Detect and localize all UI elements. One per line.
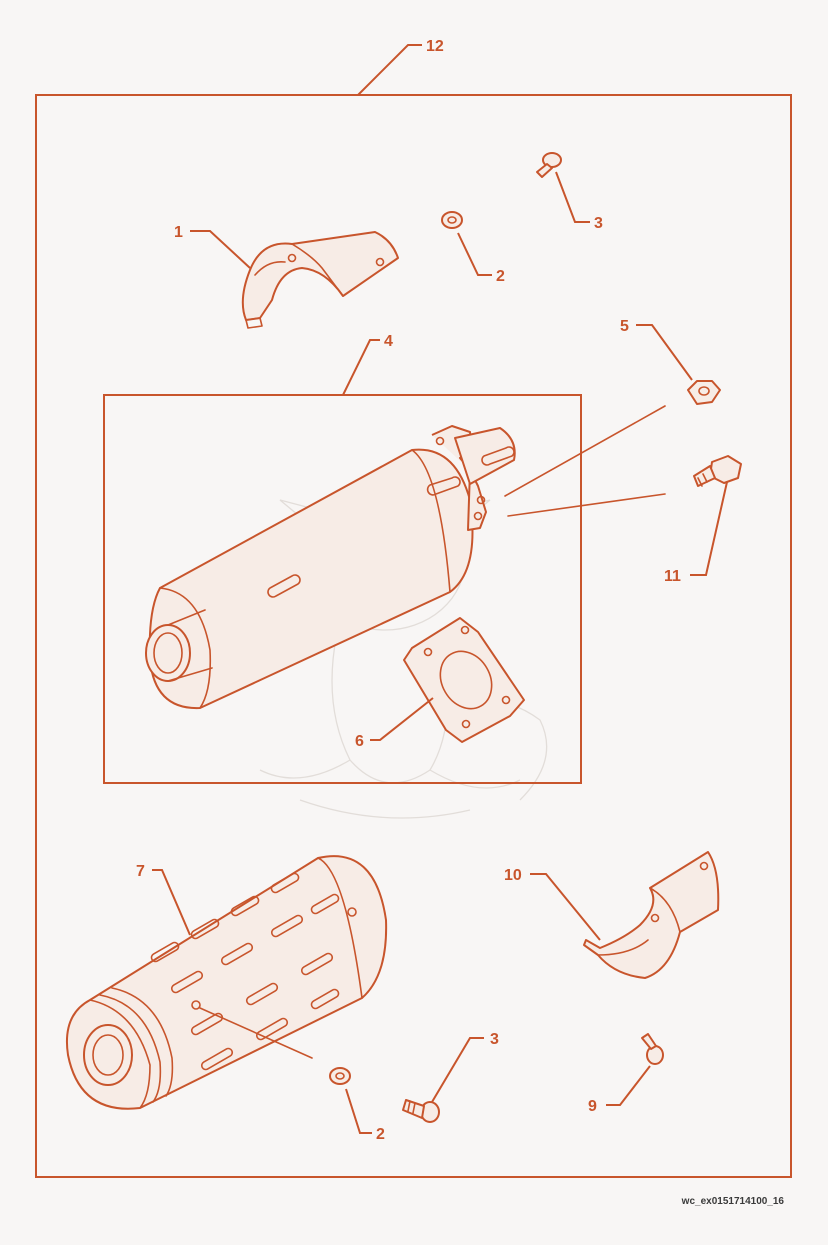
part-2-washer-top [441,211,463,229]
part-2-washer-bottom [329,1067,351,1085]
part-7-heat-shield [66,855,388,1110]
part-10-lower-clamp [583,851,720,979]
svg-text:12: 12 [426,38,444,55]
part-3-screw-top [536,152,562,178]
callout-5: 5 [620,318,693,381]
callout-9: 9 [588,1065,651,1115]
svg-text:2: 2 [376,1126,385,1143]
svg-text:11: 11 [664,568,681,585]
svg-text:5: 5 [620,318,629,335]
callout-2-bottom: 2 [345,1088,385,1143]
part-5-nut [687,380,721,405]
part-4-muffler [145,405,666,710]
part-6-gasket [403,617,525,743]
part-1-upper-clamp [241,231,399,329]
callout-6: 6 [355,697,434,750]
reference-code: wc_ex0151714100_16 [681,1196,785,1207]
svg-text:2: 2 [496,268,505,285]
inner-assembly-frame [103,394,582,784]
callout-4: 4 [342,333,393,396]
svg-text:6: 6 [355,733,364,750]
part-3-screw-bottom [402,1099,440,1123]
callout-10: 10 [504,867,601,941]
part-9-screw [641,1033,664,1065]
part-11-bolt [693,455,742,487]
callout-3-top: 3 [555,171,603,232]
svg-text:3: 3 [490,1031,499,1048]
callout-3-bottom: 3 [431,1031,499,1103]
svg-text:1: 1 [174,224,183,241]
svg-text:9: 9 [588,1098,597,1115]
callout-1: 1 [174,224,251,269]
callout-11: 11 [664,481,728,585]
svg-text:7: 7 [136,863,145,880]
svg-text:3: 3 [594,215,603,232]
outer-kit-frame [35,94,792,1178]
callout-7: 7 [136,863,191,936]
svg-text:4: 4 [384,333,393,350]
callout-2-top: 2 [457,232,505,285]
svg-text:10: 10 [504,867,522,884]
callout-12: 12 [357,38,444,96]
